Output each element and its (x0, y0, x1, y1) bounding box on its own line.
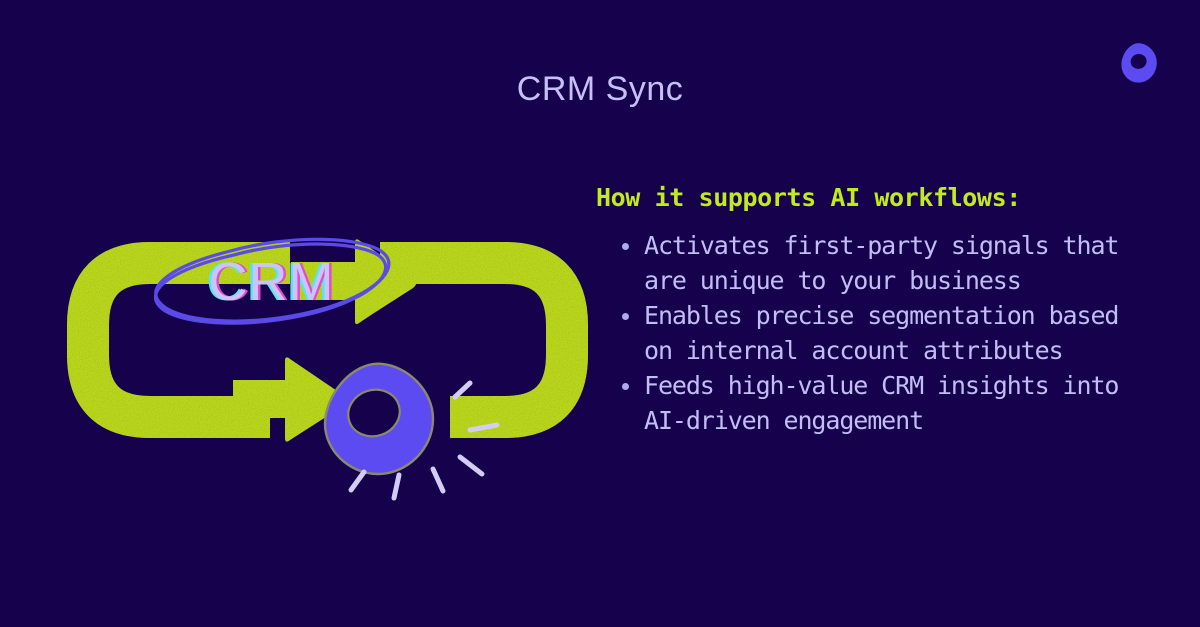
list-item: Activates first-party signals that are u… (596, 228, 1156, 298)
benefit-list: Activates first-party signals that are u… (596, 228, 1156, 438)
page-title: CRM Sync (516, 70, 684, 108)
svg-text:CRM: CRM (206, 252, 332, 312)
list-item-label: Feeds high-value CRM insights into AI-dr… (644, 371, 1119, 435)
crm-sync-cycle-illustration: CRM CRM CRM (45, 225, 605, 515)
bullet-marker-icon (622, 383, 629, 390)
svg-text:CRM: CRM (209, 252, 335, 312)
list-item-label: Activates first-party signals that are u… (644, 231, 1119, 295)
svg-text:CRM: CRM (211, 252, 337, 312)
crm-label: CRM CRM CRM (206, 252, 337, 312)
brand-logo (1120, 42, 1158, 84)
bullet-marker-icon (622, 243, 629, 250)
list-item: Feeds high-value CRM insights into AI-dr… (596, 368, 1156, 438)
spark-lines (348, 380, 500, 501)
crm-circle-annotation (153, 237, 391, 325)
bullet-marker-icon (622, 313, 629, 320)
teardrop-logo-icon-large (323, 362, 435, 476)
list-item: Enables precise segmentation based on in… (596, 298, 1156, 368)
teardrop-logo-icon (1121, 43, 1157, 83)
content-column: How it supports AI workflows: Activates … (596, 183, 1156, 438)
list-item-label: Enables precise segmentation based on in… (644, 301, 1119, 365)
section-heading: How it supports AI workflows: (596, 183, 1021, 212)
